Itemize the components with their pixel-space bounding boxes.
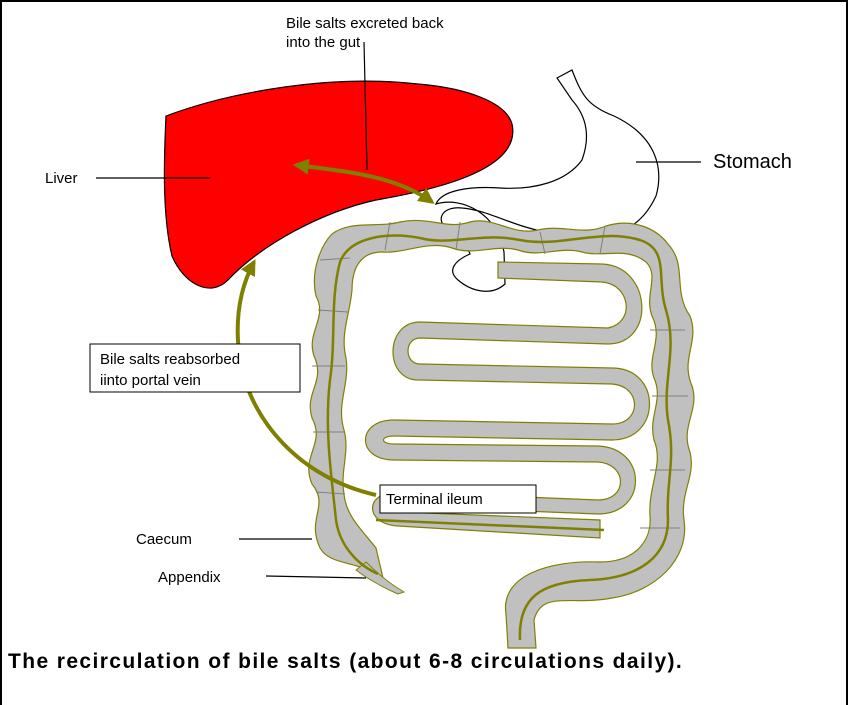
- appendix-label: Appendix: [158, 569, 221, 586]
- terminal-ileum-label: Terminal ileum: [386, 491, 483, 508]
- liver-label: Liver: [45, 170, 78, 187]
- reabsorbed-label-line2: iinto portal vein: [100, 372, 201, 389]
- bile-excreted-label-line2: into the gut: [286, 34, 361, 51]
- bile-excreted-label-line1: Bile salts excreted back: [286, 15, 444, 32]
- stomach-label: Stomach: [713, 151, 792, 173]
- diagram-caption: The recirculation of bile salts (about 6…: [8, 650, 683, 674]
- caecum-label: Caecum: [136, 531, 192, 548]
- reabsorbed-label-line1: Bile salts reabsorbed: [100, 351, 240, 368]
- appendix-pointer-line: [266, 576, 366, 578]
